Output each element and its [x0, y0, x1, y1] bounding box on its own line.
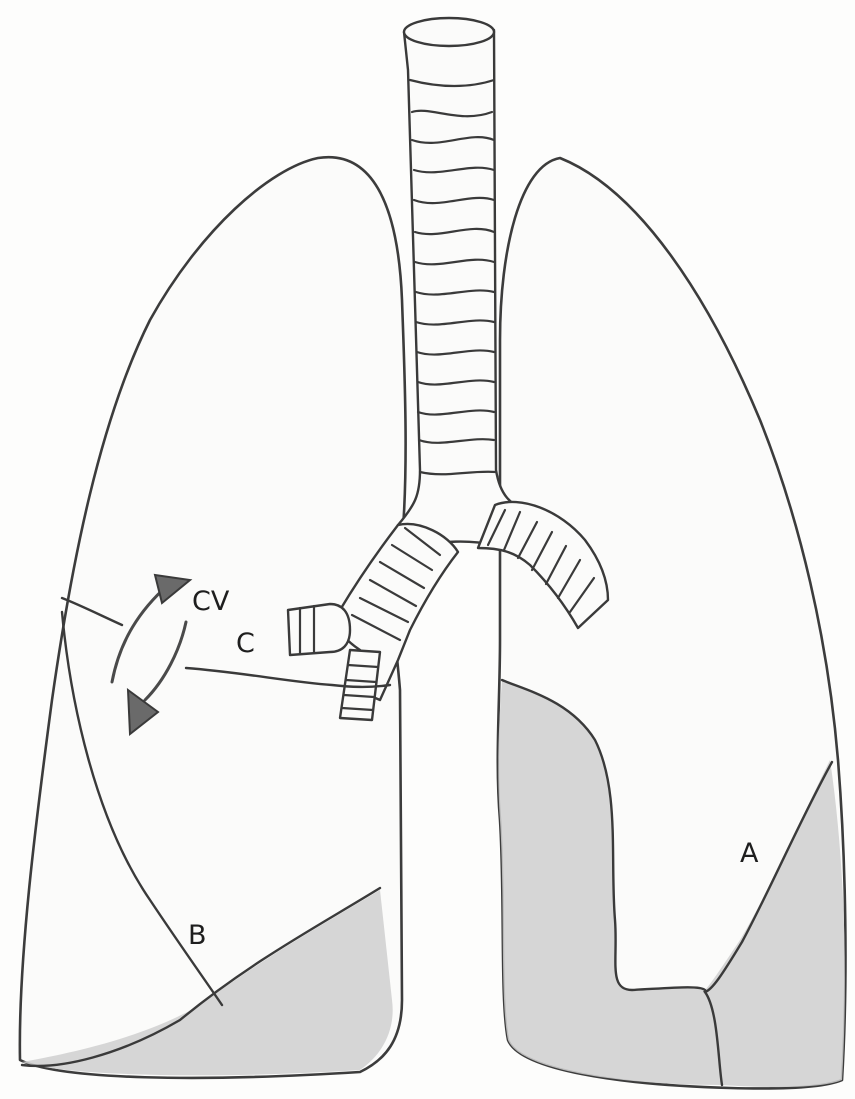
label-b: B	[188, 920, 207, 951]
trachea-top	[404, 18, 494, 46]
upper-lobe-bronchus	[288, 604, 350, 655]
label-cv: CV	[192, 586, 230, 617]
label-c: C	[236, 628, 255, 659]
label-a: A	[740, 838, 759, 869]
